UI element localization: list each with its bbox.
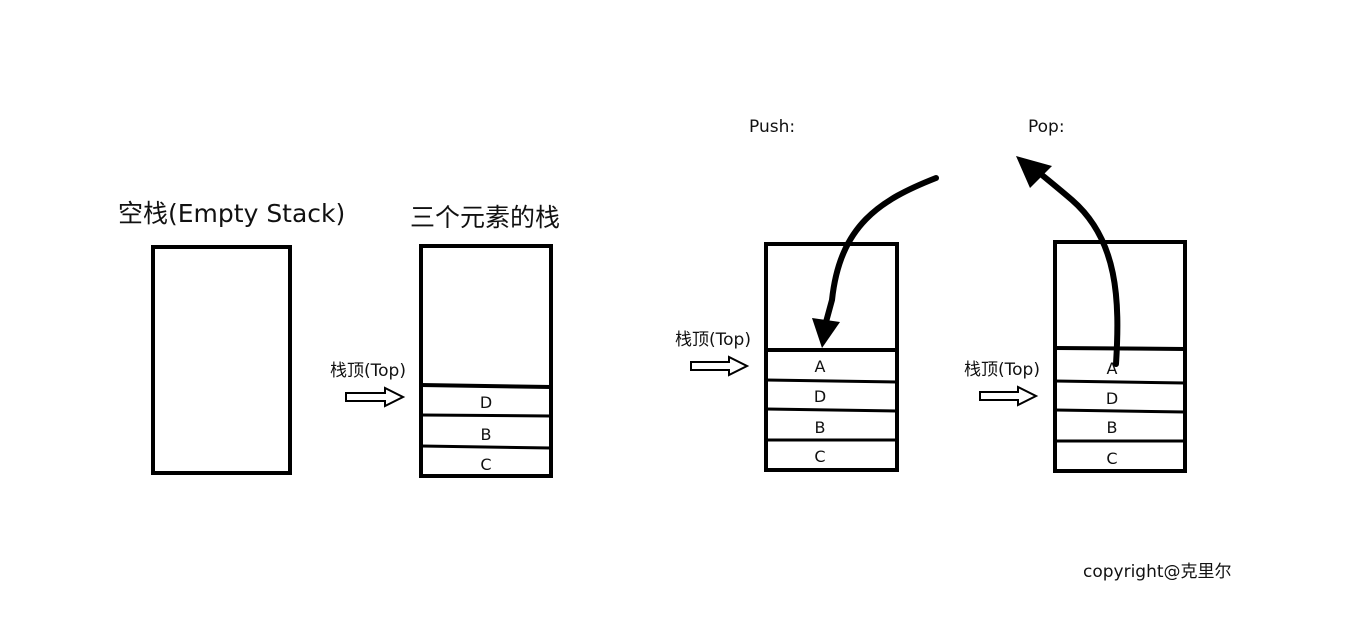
stack-cell: C: [814, 447, 825, 466]
three-elements-title: 三个元素的栈: [410, 203, 560, 232]
push-stack: A D B C: [764, 242, 899, 472]
stack-cell: B: [815, 418, 826, 437]
pop-curved-arrow: [1039, 172, 1121, 367]
pop-arrowhead-icon: [1016, 156, 1052, 188]
stack-divider: [420, 413, 552, 418]
stack-cell: A: [1107, 359, 1118, 378]
stack-top-divider: [1054, 346, 1186, 351]
pop-stack: A D B C: [1053, 240, 1187, 473]
top-pointer-arrow-icon: [345, 386, 406, 408]
top-pointer-label: 栈顶(Top): [964, 360, 1040, 380]
stack-cell: B: [1107, 418, 1118, 437]
stack-cell: D: [1106, 389, 1118, 408]
empty-stack-title: 空栈(Empty Stack): [118, 199, 345, 228]
stack-divider: [1054, 408, 1186, 414]
stack-frame: [764, 242, 899, 472]
three-element-stack: D B C: [419, 244, 553, 478]
stack-divider: [420, 444, 552, 450]
top-pointer-label: 栈顶(Top): [330, 361, 406, 381]
stack-cell: A: [815, 357, 826, 376]
empty-stack-box: [151, 245, 292, 475]
stack-divider: [1054, 379, 1186, 385]
stack-top-divider: [420, 383, 552, 389]
pop-label: Pop:: [1028, 117, 1065, 137]
stack-divider: [765, 407, 898, 413]
stack-divider: [765, 378, 898, 384]
stack-cell: C: [1106, 449, 1117, 468]
push-label: Push:: [749, 117, 795, 137]
top-pointer-arrow-icon: [979, 385, 1039, 407]
top-pointer-arrow-icon: [690, 355, 750, 377]
copyright-text: copyright@克里尔: [1083, 562, 1232, 582]
stack-cell: B: [481, 425, 492, 444]
stack-cell: C: [480, 455, 491, 474]
push-curved-arrow: [823, 175, 939, 325]
stack-cell: D: [814, 387, 826, 406]
top-pointer-label: 栈顶(Top): [675, 330, 751, 350]
stack-frame: [419, 244, 553, 478]
stack-frame: [1053, 240, 1187, 473]
stack-cell: D: [480, 393, 492, 412]
push-arrowhead-icon: [812, 318, 840, 348]
